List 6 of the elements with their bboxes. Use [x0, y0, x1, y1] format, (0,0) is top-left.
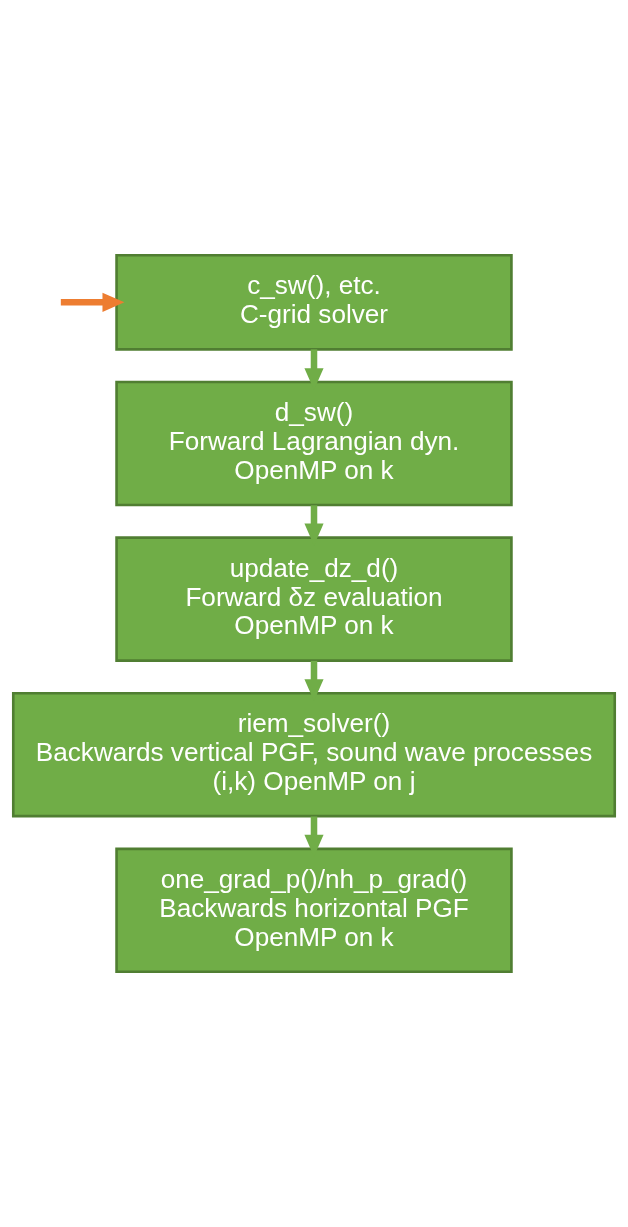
node-box: d_sw() Forward Lagrangian dyn. OpenMP on k [115, 380, 513, 507]
node-box: c_sw(), etc. C-grid solver [115, 253, 513, 351]
node-box: riem_solver() Backwards vertical PGF, sound wave processes (i,k) OpenMP on j [11, 691, 617, 818]
node-box: one_grad_p()/nh_p_grad() Backwards horizontal PGF OpenMP on k [115, 847, 513, 974]
node-box: update_dz_d() Forward δz evaluation OpenMP on k [115, 536, 513, 662]
arrow [60, 292, 125, 312]
